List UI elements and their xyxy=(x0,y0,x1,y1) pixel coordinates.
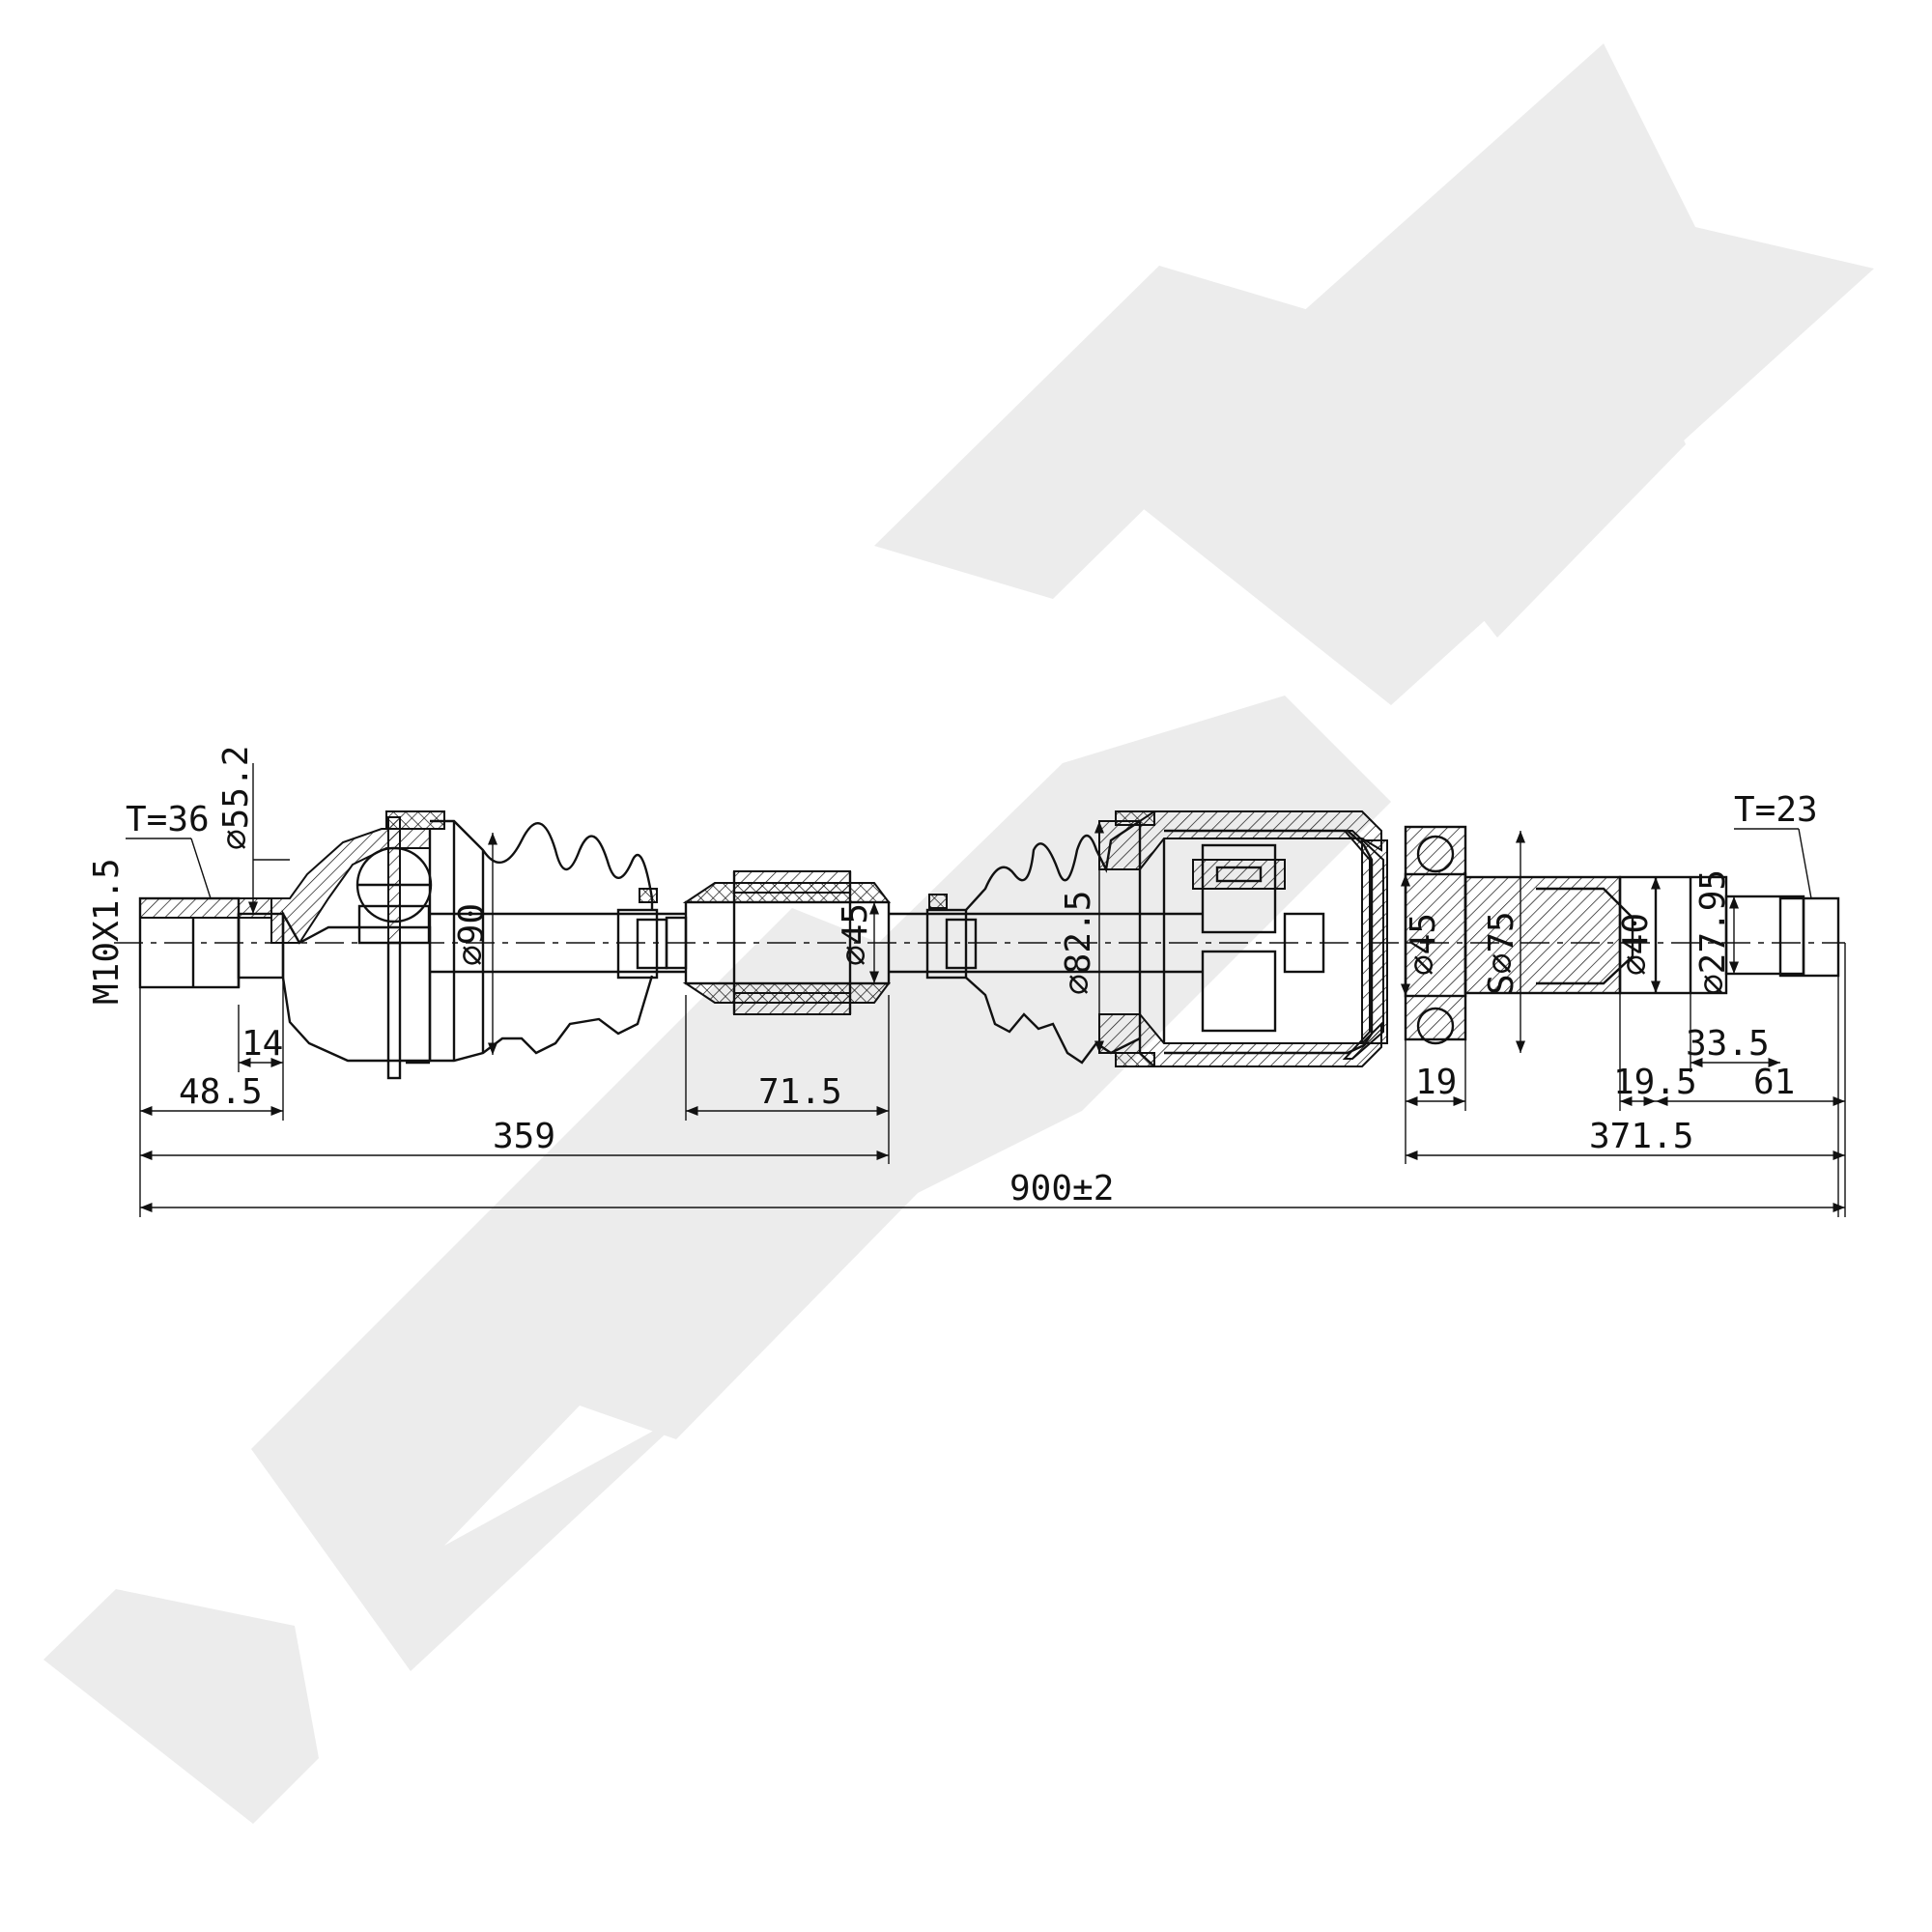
dimension-lines xyxy=(126,763,1846,1217)
label-thread: M10X1.5 xyxy=(87,858,127,1005)
label-dia-27-95: ⌀27.95 xyxy=(1693,869,1733,995)
label-dia-82-5: ⌀82.5 xyxy=(1059,891,1098,995)
outer-boot xyxy=(430,819,658,1063)
label-len-14: 14 xyxy=(242,1024,283,1064)
label-tooth-right: T=23 xyxy=(1734,790,1818,830)
label-len-371-5: 371.5 xyxy=(1589,1117,1693,1156)
label-len-19: 19 xyxy=(1415,1063,1457,1102)
label-len-48-5: 48.5 xyxy=(179,1072,263,1112)
shaft-damper xyxy=(682,870,891,1015)
label-len-71-5: 71.5 xyxy=(758,1072,842,1112)
outer-cv-joint xyxy=(138,810,445,1080)
label-dia-90: ⌀90 xyxy=(452,903,492,966)
inner-tripod-joint xyxy=(1098,810,1388,1067)
label-sphere-75: S⌀75 xyxy=(1482,911,1521,995)
dimension-labels: T=36 T=23 M10X1.5 ⌀55.2 ⌀90 ⌀45 ⌀82.5 ⌀4… xyxy=(87,746,1818,1208)
label-len-61: 61 xyxy=(1753,1063,1795,1102)
label-dia-45-boot: ⌀45 xyxy=(836,903,875,966)
label-len-359: 359 xyxy=(493,1117,555,1156)
label-len-33-5: 33.5 xyxy=(1686,1024,1770,1064)
label-dia-45-inner: ⌀45 xyxy=(1404,913,1443,976)
label-tooth-left: T=36 xyxy=(126,800,210,839)
label-dia-40: ⌀40 xyxy=(1616,913,1656,976)
label-len-19-5: 19.5 xyxy=(1613,1063,1697,1102)
brand-watermark xyxy=(43,43,1874,1824)
label-len-900: 900±2 xyxy=(1009,1169,1114,1208)
label-dia-55-2: ⌀55.2 xyxy=(216,746,256,850)
